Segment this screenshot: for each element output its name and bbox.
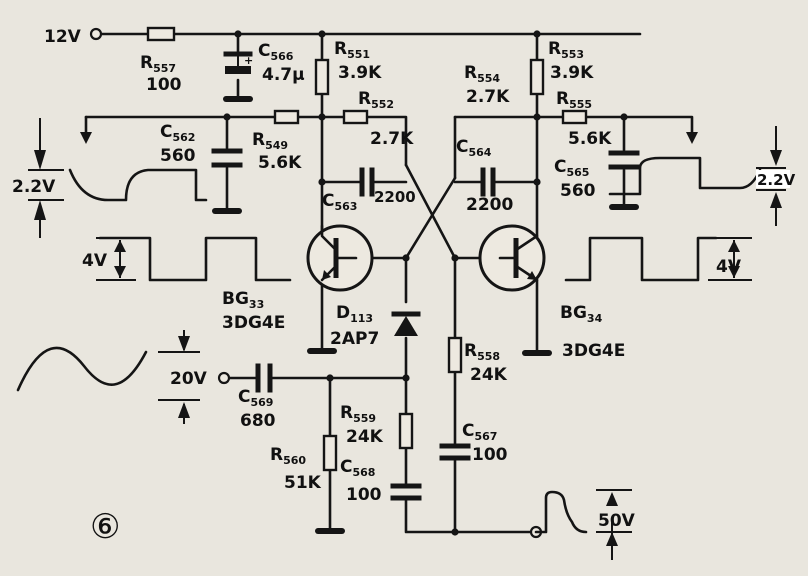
r552-value: 2.7K: [370, 129, 414, 149]
wires: [84, 32, 694, 534]
c564-value: 2200: [466, 195, 513, 215]
ground-symbols: [212, 96, 639, 534]
transistor-bg33: [306, 224, 374, 292]
figure-number: ⑥: [90, 507, 120, 547]
resistor-r553: [529, 58, 545, 96]
c563-value: 2200: [374, 188, 416, 206]
resistor-r557: [146, 26, 176, 42]
r553-label: R553: [548, 39, 584, 61]
capacitor-c564: [480, 167, 496, 197]
capacitor-c563: [359, 167, 375, 197]
left-step-amplitude: 2.2V: [12, 177, 56, 197]
capacitor-c562: [211, 148, 243, 168]
r559-value: 24K: [346, 427, 384, 447]
c566-label: C566: [258, 41, 294, 63]
c568-value: 100: [346, 485, 382, 505]
supply-terminal: [89, 27, 103, 41]
resistor-r552: [342, 109, 369, 125]
capacitors: +: [211, 51, 640, 501]
r555-label: R555: [556, 89, 592, 111]
right-square-amplitude: 4V: [716, 257, 742, 277]
r553-value: 3.9K: [550, 63, 594, 83]
waveforms: [16, 118, 786, 560]
r559-label: R559: [340, 403, 376, 425]
resistor-r551: [314, 58, 330, 96]
d113-type: 2AP7: [330, 329, 379, 349]
labels: 12V R557 100 C566 4.7μ R551 3.9K R552 2.…: [12, 27, 796, 547]
r554-label: R554: [464, 63, 500, 85]
r551-value: 3.9K: [338, 63, 382, 83]
bg33-label: BG33: [222, 289, 264, 311]
input-terminal: [217, 371, 231, 385]
left-square-amplitude: 4V: [82, 251, 108, 271]
c569-label: C569: [238, 387, 273, 409]
right-step-amplitude: 2.2V: [757, 171, 796, 189]
junction-dots: [223, 30, 628, 536]
resistor-r559: [398, 412, 414, 450]
c567-label: C567: [462, 421, 497, 443]
c566-value: 4.7μ: [262, 65, 305, 85]
r554-value: 2.7K: [466, 87, 510, 107]
diode-d113: [391, 311, 421, 336]
c568-label: C568: [340, 457, 375, 479]
transistor-bg34: [478, 224, 546, 292]
c565-label: C565: [554, 157, 589, 179]
output-pulse-amplitude: 50V: [598, 511, 636, 531]
r551-label: R551: [334, 39, 370, 61]
d113-label: D113: [336, 303, 373, 325]
c562-value: 560: [160, 146, 196, 166]
resistor-r558: [447, 336, 463, 374]
supply-label: 12V: [44, 27, 82, 47]
c569-value: 680: [240, 411, 276, 431]
r560-label: R560: [270, 445, 306, 467]
input-amplitude: 20V: [170, 369, 208, 389]
resistors: [146, 26, 588, 472]
c562-label: C562: [160, 122, 195, 144]
capacitor-c565: [608, 150, 640, 170]
r552-label: R552: [358, 89, 394, 111]
c565-value: 560: [560, 181, 596, 201]
r555-value: 5.6K: [568, 129, 612, 149]
r558-value: 24K: [470, 365, 508, 385]
r549-label: R549: [252, 130, 288, 152]
c563-label: C563: [322, 191, 357, 213]
resistor-r549: [273, 109, 300, 125]
r557-value: 100: [146, 75, 182, 95]
capacitor-c568: [390, 483, 422, 501]
bg34-label: BG34: [560, 303, 603, 325]
capacitor-c567: [439, 443, 471, 461]
resistor-r555: [561, 109, 588, 125]
bg34-type: 3DG4E: [562, 341, 625, 361]
capacitor-c566: +: [223, 51, 253, 74]
r558-label: R558: [464, 341, 500, 363]
capacitor-c569: [255, 363, 273, 393]
c567-value: 100: [472, 445, 508, 465]
r557-label: R557: [140, 53, 176, 75]
r560-value: 51K: [284, 473, 322, 493]
r549-value: 5.6K: [258, 153, 302, 173]
c564-label: C564: [456, 137, 492, 159]
svg-text:+: +: [244, 54, 253, 67]
bg33-type: 3DG4E: [222, 313, 285, 333]
resistor-r560: [322, 434, 338, 472]
